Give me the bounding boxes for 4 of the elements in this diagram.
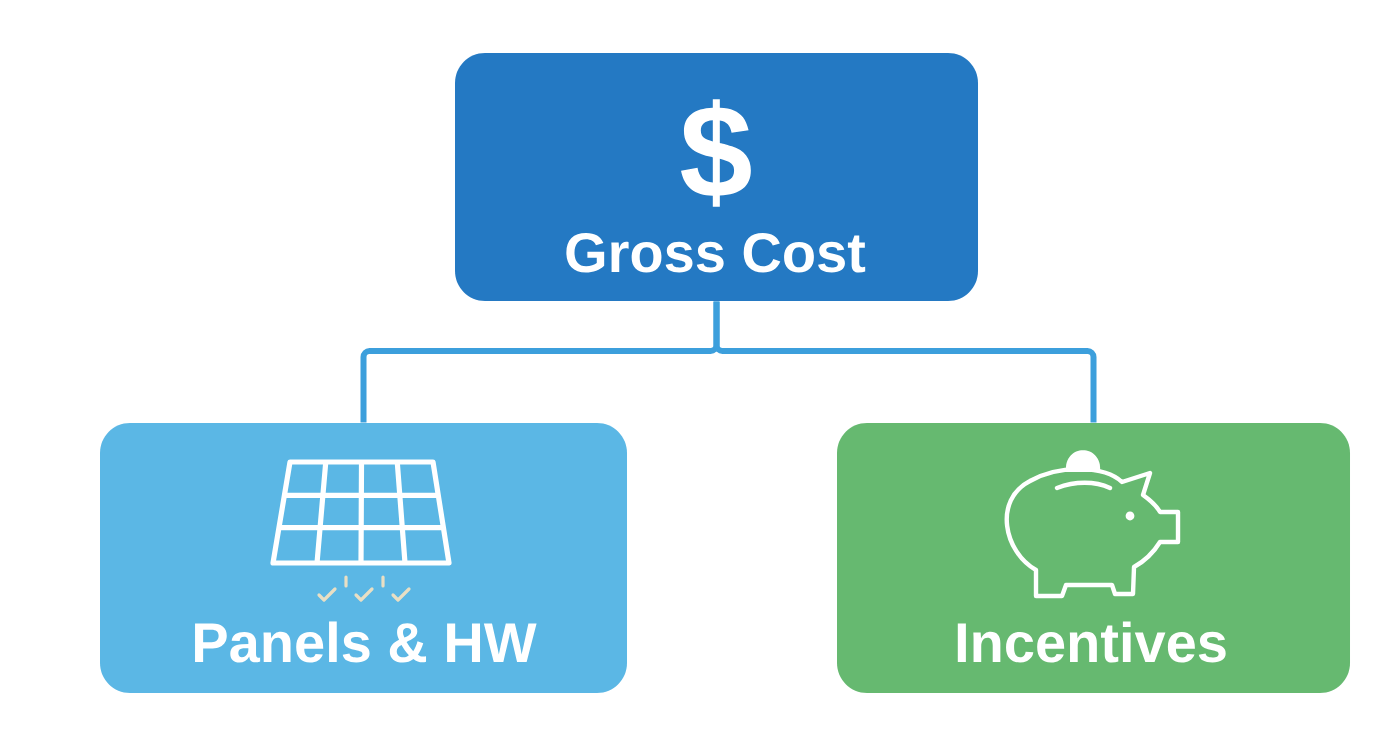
category-box: Incentives	[837, 423, 1350, 693]
category-box: Panels & HW	[100, 423, 627, 693]
connector-line	[713, 301, 1097, 423]
category-box: $ Gross Cost	[455, 53, 978, 301]
